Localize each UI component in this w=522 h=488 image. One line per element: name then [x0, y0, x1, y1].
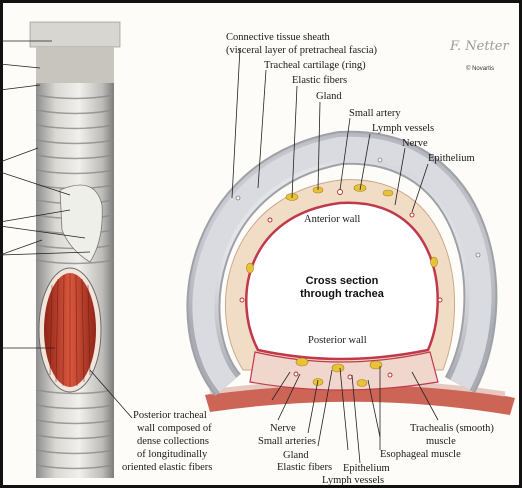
copyright-notice: © Novartis	[466, 65, 494, 72]
label-through-trachea: through trachea	[300, 288, 385, 300]
label-gland-top: Gland	[316, 91, 342, 102]
label-posterior-note-1: Posterior tracheal	[133, 410, 207, 421]
label-elastic-fibers-top: Elastic fibers	[292, 75, 347, 86]
label-posterior-note-5: oriented elastic fibers	[122, 462, 212, 473]
label-gland-bottom: Gland	[283, 450, 309, 461]
label-lymph-vessels-top: Lymph vessels	[372, 123, 434, 134]
label-trachealis-muscle: Trachealis (smooth)	[410, 423, 494, 434]
label-small-artery: Small artery	[349, 108, 401, 119]
label-posterior-note-2: wall composed of	[137, 423, 212, 434]
label-posterior-note-3: dense collections	[137, 436, 209, 447]
label-epithelium-bottom: Epithelium	[343, 463, 390, 474]
label-sheath-detail: (visceral layer of pretracheal fascia)	[226, 45, 377, 56]
label-tracheal-cartilage: Tracheal cartilage (ring)	[264, 60, 366, 71]
trachea-cross-section: F. Netter © Novartis	[203, 39, 515, 463]
label-small-arteries: Small arteries	[258, 436, 316, 447]
label-elastic-fibers-bottom: Elastic fibers	[277, 462, 332, 473]
label-epithelium-top: Epithelium	[428, 153, 475, 164]
label-cross-section: Cross section	[306, 275, 379, 287]
netter-signature: F. Netter	[449, 39, 509, 54]
label-sheath: Connective tissue sheath	[226, 32, 331, 43]
label-trachealis-muscle-2: muscle	[426, 436, 456, 447]
label-nerve-top: Nerve	[402, 138, 428, 149]
label-esophageal-muscle: Esophageal muscle	[380, 449, 461, 460]
label-lymph-vessels-bottom: Lymph vessels	[322, 475, 384, 486]
trachea-longitudinal-view	[0, 22, 132, 478]
label-nerve-bottom: Nerve	[270, 423, 296, 434]
label-posterior-wall: Posterior wall	[308, 335, 367, 346]
label-posterior-note-4: of longitudinally	[137, 449, 208, 460]
label-anterior-wall: Anterior wall	[304, 214, 360, 225]
